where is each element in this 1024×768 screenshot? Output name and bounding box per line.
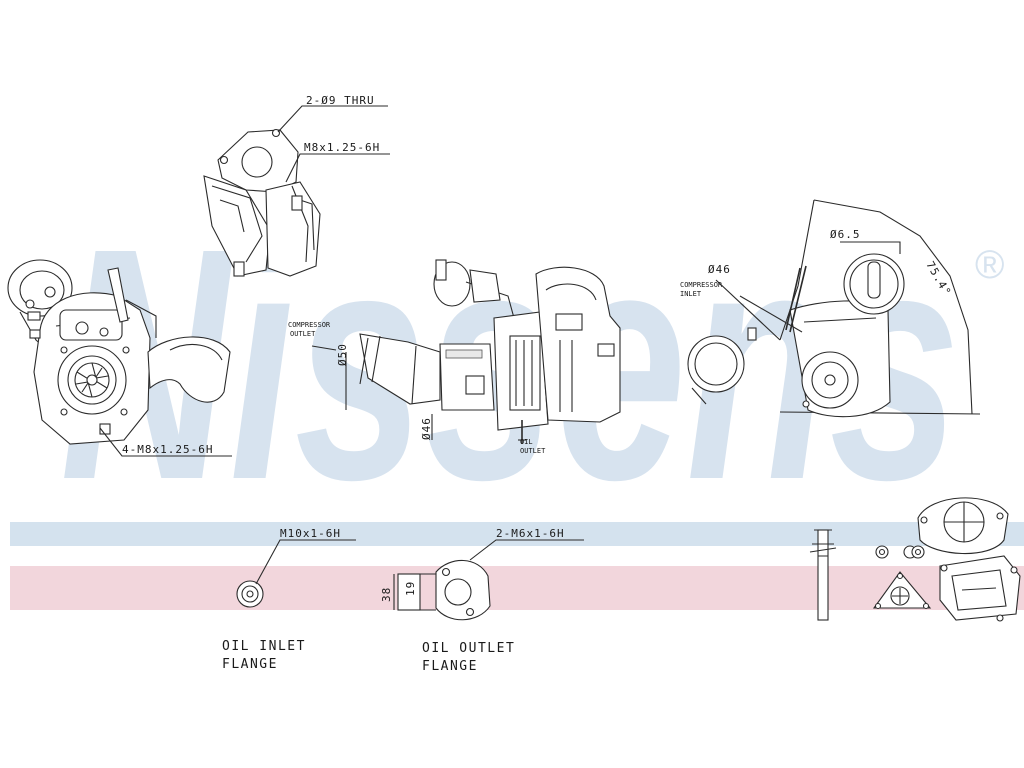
turbo-front-view [7, 259, 232, 457]
oil-outlet-caption-line1: OIL OUTLET [422, 641, 515, 656]
flange-thread-label: M8x1.25-6H [304, 141, 380, 154]
compressor-outlet-label-line1: COMPRESSOR [288, 321, 331, 329]
oil-outlet-flange [393, 539, 584, 621]
oil-inlet-thread-label: M10x1-6H [280, 527, 341, 540]
dia-46-label: Ø46 [420, 417, 433, 440]
oil-outlet-caption-line2: FLANGE [422, 659, 478, 674]
compressor-outlet-label-line2: OUTLET [290, 330, 316, 338]
oil-inlet-caption-line1: OIL INLET [222, 639, 306, 654]
oil-outlet-small-label-line1: OIL [520, 438, 533, 446]
dim-38-label: 38 [380, 587, 393, 602]
dia-50-label: Ø50 [336, 343, 349, 366]
hardware-set [809, 497, 1021, 622]
turbo-side-view [311, 259, 621, 444]
watermark-registered: ® [975, 243, 1004, 287]
compressor-inlet-view [687, 199, 981, 418]
bolt-pattern-label: 4-M8x1.25-6H [122, 443, 213, 456]
oil-outlet-small-label-line2: OUTLET [520, 447, 546, 455]
oil-outlet-thread-label: 2-M6x1-6H [496, 527, 565, 540]
oil-inlet-flange [236, 539, 356, 608]
dim-19-label: 19 [404, 581, 417, 596]
compressor-inlet-label-line2: INLET [680, 290, 702, 298]
turbine-flange-view [203, 105, 390, 277]
oil-inlet-caption-line2: FLANGE [222, 657, 278, 672]
thru-holes-label: 2-Ø9 THRU [306, 94, 375, 107]
watermark-band-pink [10, 566, 1024, 610]
watermark-band-blue [10, 522, 1024, 546]
dia-46b-label: Ø46 [708, 263, 731, 276]
compressor-inlet-label-line1: COMPRESSOR [680, 281, 723, 289]
dia-6-5-label: Ø6.5 [830, 228, 861, 241]
